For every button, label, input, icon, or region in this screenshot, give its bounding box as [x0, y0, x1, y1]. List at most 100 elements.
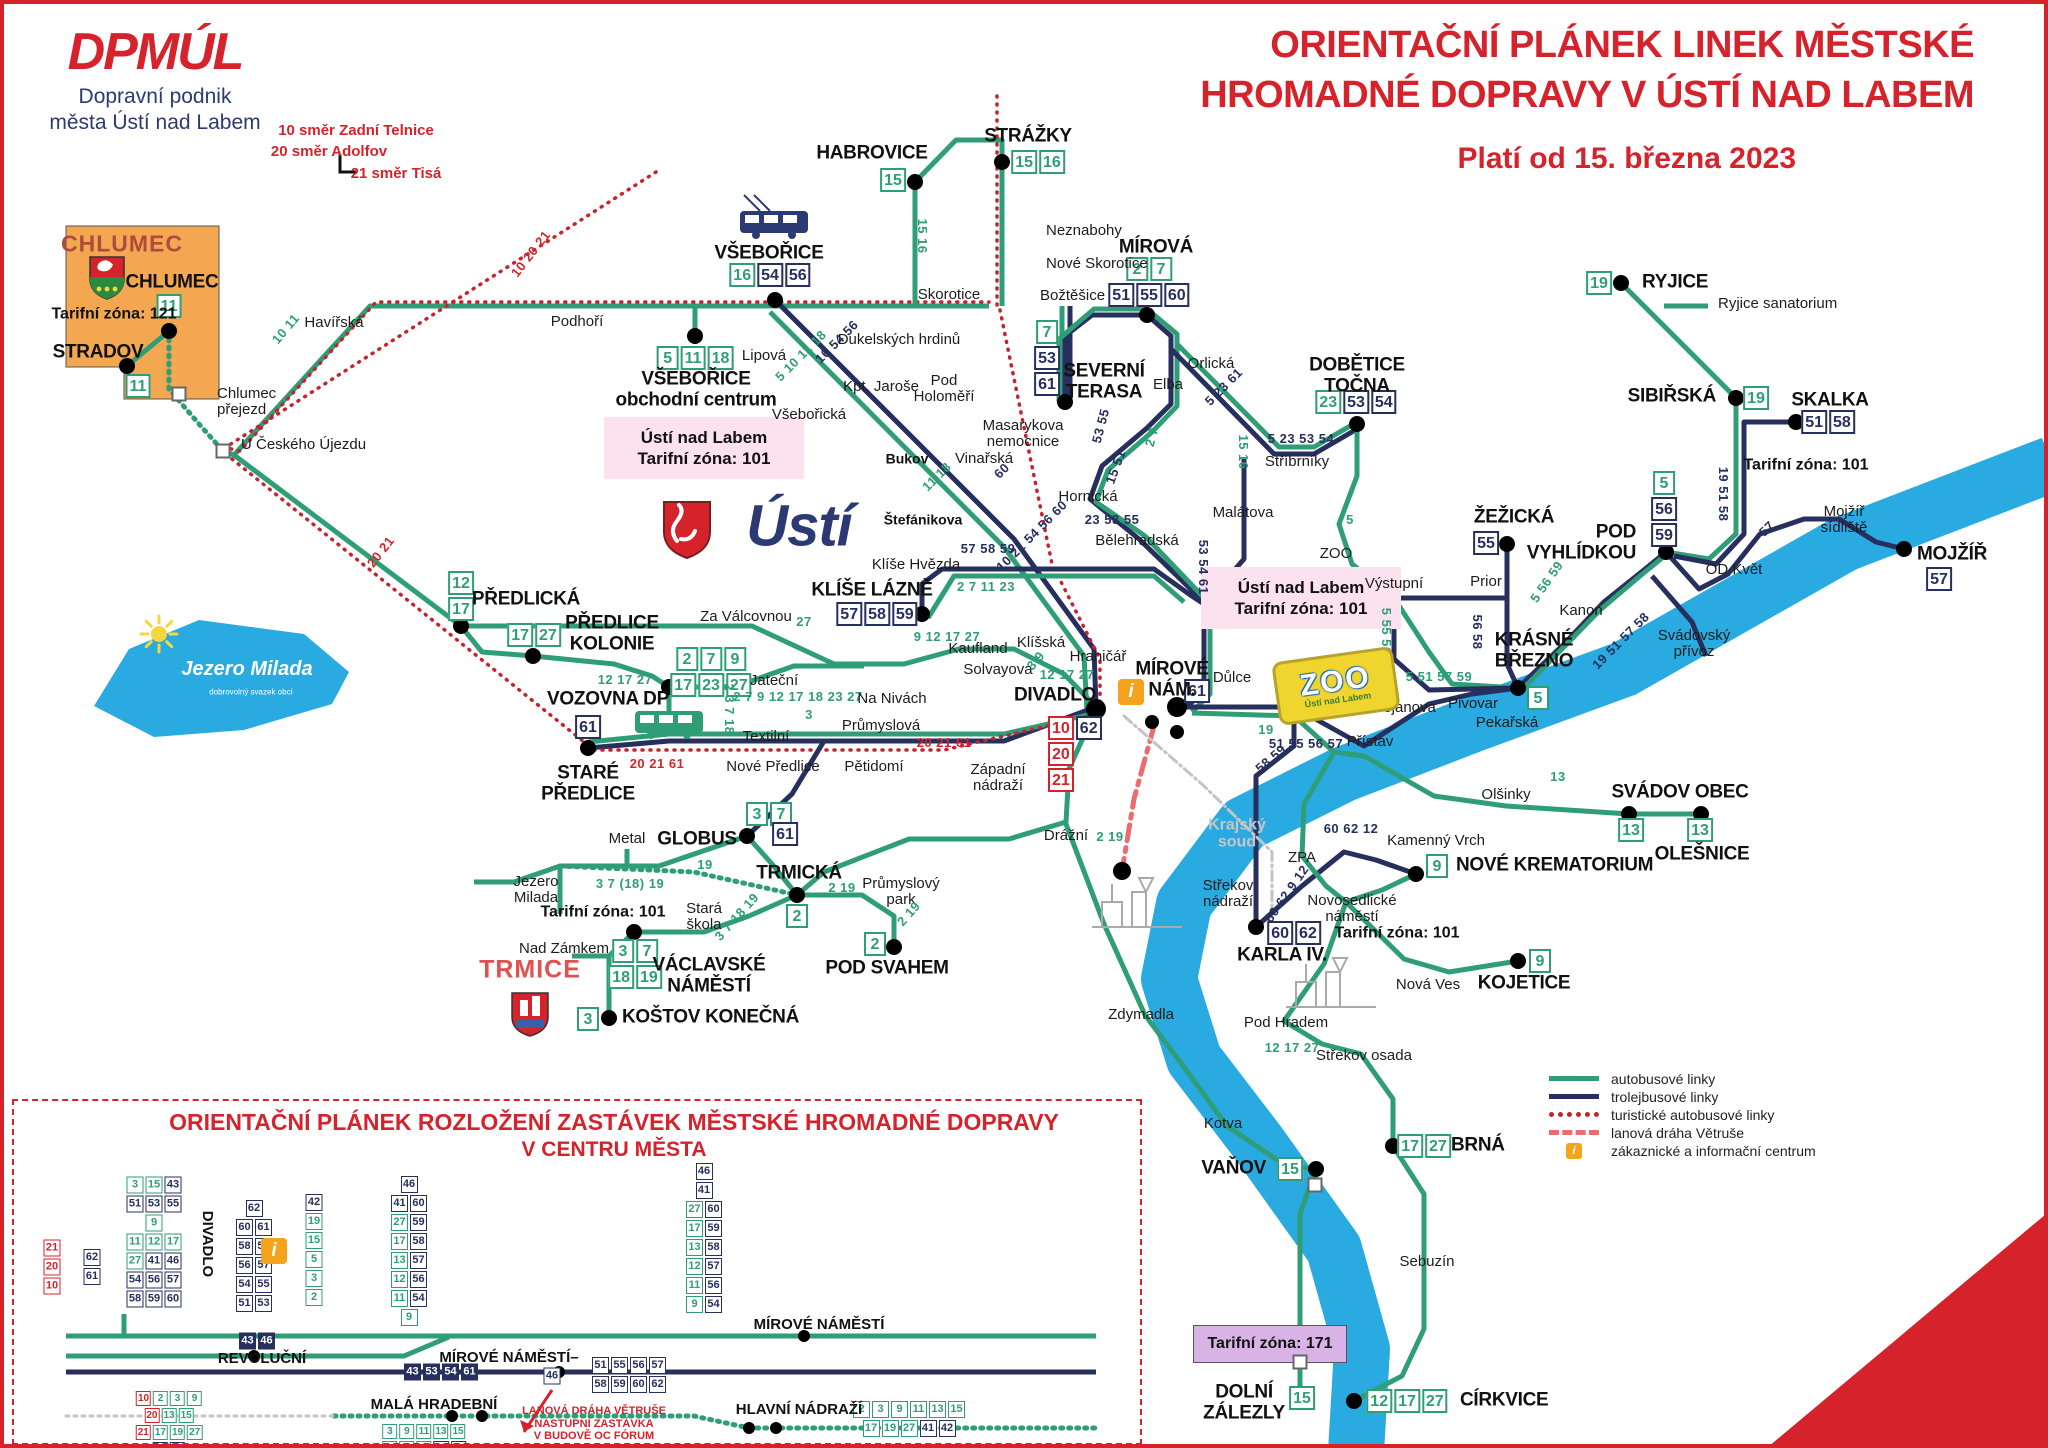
route-badge: 7 [1035, 320, 1058, 344]
route-badge: 56 [145, 1271, 163, 1289]
station-dot [1308, 1161, 1324, 1177]
station-label: STRÁŽKY [984, 125, 1072, 147]
transit-line-trolley [1253, 707, 1297, 927]
map-label: Vinařská [954, 449, 1014, 467]
route-badge: 41 [391, 1195, 408, 1212]
station-dot [1139, 307, 1155, 323]
map-label: Nová Ves [1395, 975, 1461, 993]
route-badge: 58 [126, 1290, 144, 1308]
station-dot [1385, 1138, 1401, 1154]
station-dot [1167, 697, 1187, 717]
route-badge: 2 [675, 647, 698, 671]
route-badge: 60 [630, 1376, 647, 1393]
map-label: Důlce [1212, 668, 1252, 686]
route-badge: 3 [746, 802, 768, 826]
station-dot [1658, 544, 1674, 560]
route-number-label: 12 17 27 [1039, 666, 1095, 682]
route-badge: 13 [1618, 818, 1644, 842]
route-badge: 5 [1652, 471, 1675, 495]
transit-line-bus [1391, 596, 1519, 691]
station-dot [886, 939, 902, 955]
trolleybus [740, 194, 808, 239]
map-label: Bukov [885, 450, 929, 467]
route-number-label: 5 [1346, 511, 1354, 527]
route-badge: 60 [705, 1201, 722, 1218]
station-label: GLOBUS [657, 828, 737, 850]
transit-line-bus [232, 453, 463, 628]
route-badge: 20 [1048, 742, 1074, 766]
transit-line-trolley [1650, 574, 1709, 657]
map-label: Štefánikova [883, 511, 963, 528]
legend-item-label: lanová dráha Větruše [1611, 1124, 1745, 1141]
route-badge: 59 [145, 1290, 163, 1308]
tariff-zone-box: Ústí nad Labem Tarifní zóna: 101 [604, 417, 804, 479]
transit-line-bus [459, 624, 864, 690]
map-label: Sebuzín [1399, 1252, 1455, 1270]
station-label: HABROVICE [816, 142, 928, 164]
route-badge: 3 [305, 1270, 323, 1287]
route-badge: 2 [864, 932, 886, 956]
route-badge: 46 [695, 1163, 713, 1180]
logo-text: DPMÚL [67, 23, 245, 81]
transit-line-trolley [1254, 849, 1417, 929]
transit-line-bus [745, 834, 799, 897]
route-badge: 27 [391, 1214, 408, 1231]
station-label: DOLNÍ ZÁLEZLY [1203, 1381, 1285, 1423]
route-number-label: 10 11 [268, 310, 303, 347]
route-badge: 58 [705, 1239, 722, 1256]
station-label: VAŇOV [1201, 1157, 1266, 1179]
station-label: SVÁDOV OBEC [1611, 781, 1749, 803]
route-badge: 56 [630, 1357, 647, 1374]
route-badge: 56 [784, 263, 811, 287]
map-label: Kanon [1559, 601, 1603, 619]
legend-swatch-cable [1549, 1130, 1599, 1135]
map-label: Pětidomí [844, 757, 904, 775]
route-badge: 62 [245, 1200, 263, 1217]
route-badge: 59 [410, 1214, 427, 1231]
transit-line-bus [1665, 398, 1739, 562]
route-badge: 61 [575, 715, 601, 739]
map-label: Pekařská [1475, 713, 1539, 731]
legend-item-label: zákaznické a informační centrum [1611, 1142, 1816, 1159]
inset-title-line2: V CENTRU MĚSTA [521, 1138, 707, 1161]
station-dot [1170, 725, 1184, 739]
station-dot [1728, 390, 1744, 406]
route-badge: 54 [1370, 390, 1397, 414]
route-badge: 17 [862, 1420, 880, 1437]
map-label: Za Válcovnou [700, 607, 792, 625]
route-badge: 9 [145, 1214, 163, 1232]
route-number-label: 9 12 17 27 [913, 628, 981, 644]
station-label: POD VYHLÍDKOU [1526, 521, 1637, 563]
station-dot [767, 292, 783, 308]
route-badge: 56 [410, 1271, 427, 1288]
route-badge-group: 61 [772, 822, 798, 846]
route-number-label: 5 23 53 54 [1267, 430, 1335, 446]
route-badge: 9 [1529, 949, 1551, 973]
legend-swatch-trolley [1549, 1094, 1599, 1099]
legend-item-label: turistické autobusové linky [1611, 1106, 1775, 1123]
station-dot [789, 887, 805, 903]
map-label: Na Nivách [857, 689, 927, 707]
station-dot [1788, 414, 1804, 430]
route-badge: 16 [729, 263, 756, 287]
transit-line-bus [925, 573, 1186, 620]
transit-line-rail [1122, 714, 1274, 911]
route-number-label: 60 62 12 [1323, 820, 1379, 836]
map-label: dobrovolný svazek obcí [209, 687, 293, 697]
route-badge: 27 [187, 1425, 203, 1440]
station-label: SIBIŘSKÁ [1627, 385, 1717, 407]
route-badge: 12 [391, 1271, 408, 1288]
station-dot [1057, 394, 1073, 410]
legend-swatch-tourist [1549, 1112, 1599, 1117]
route-badge: 27 [1421, 1389, 1448, 1413]
route-badge-group: 5 [1527, 686, 1549, 710]
route-number-label: 2 7 [1141, 425, 1162, 449]
route-badge-group: 9 [1529, 949, 1551, 973]
route-badge-group: 10239201315211719274142 [135, 1391, 203, 1444]
map-label: Pivovar [1447, 694, 1499, 712]
map-label: Jateční [749, 671, 799, 689]
